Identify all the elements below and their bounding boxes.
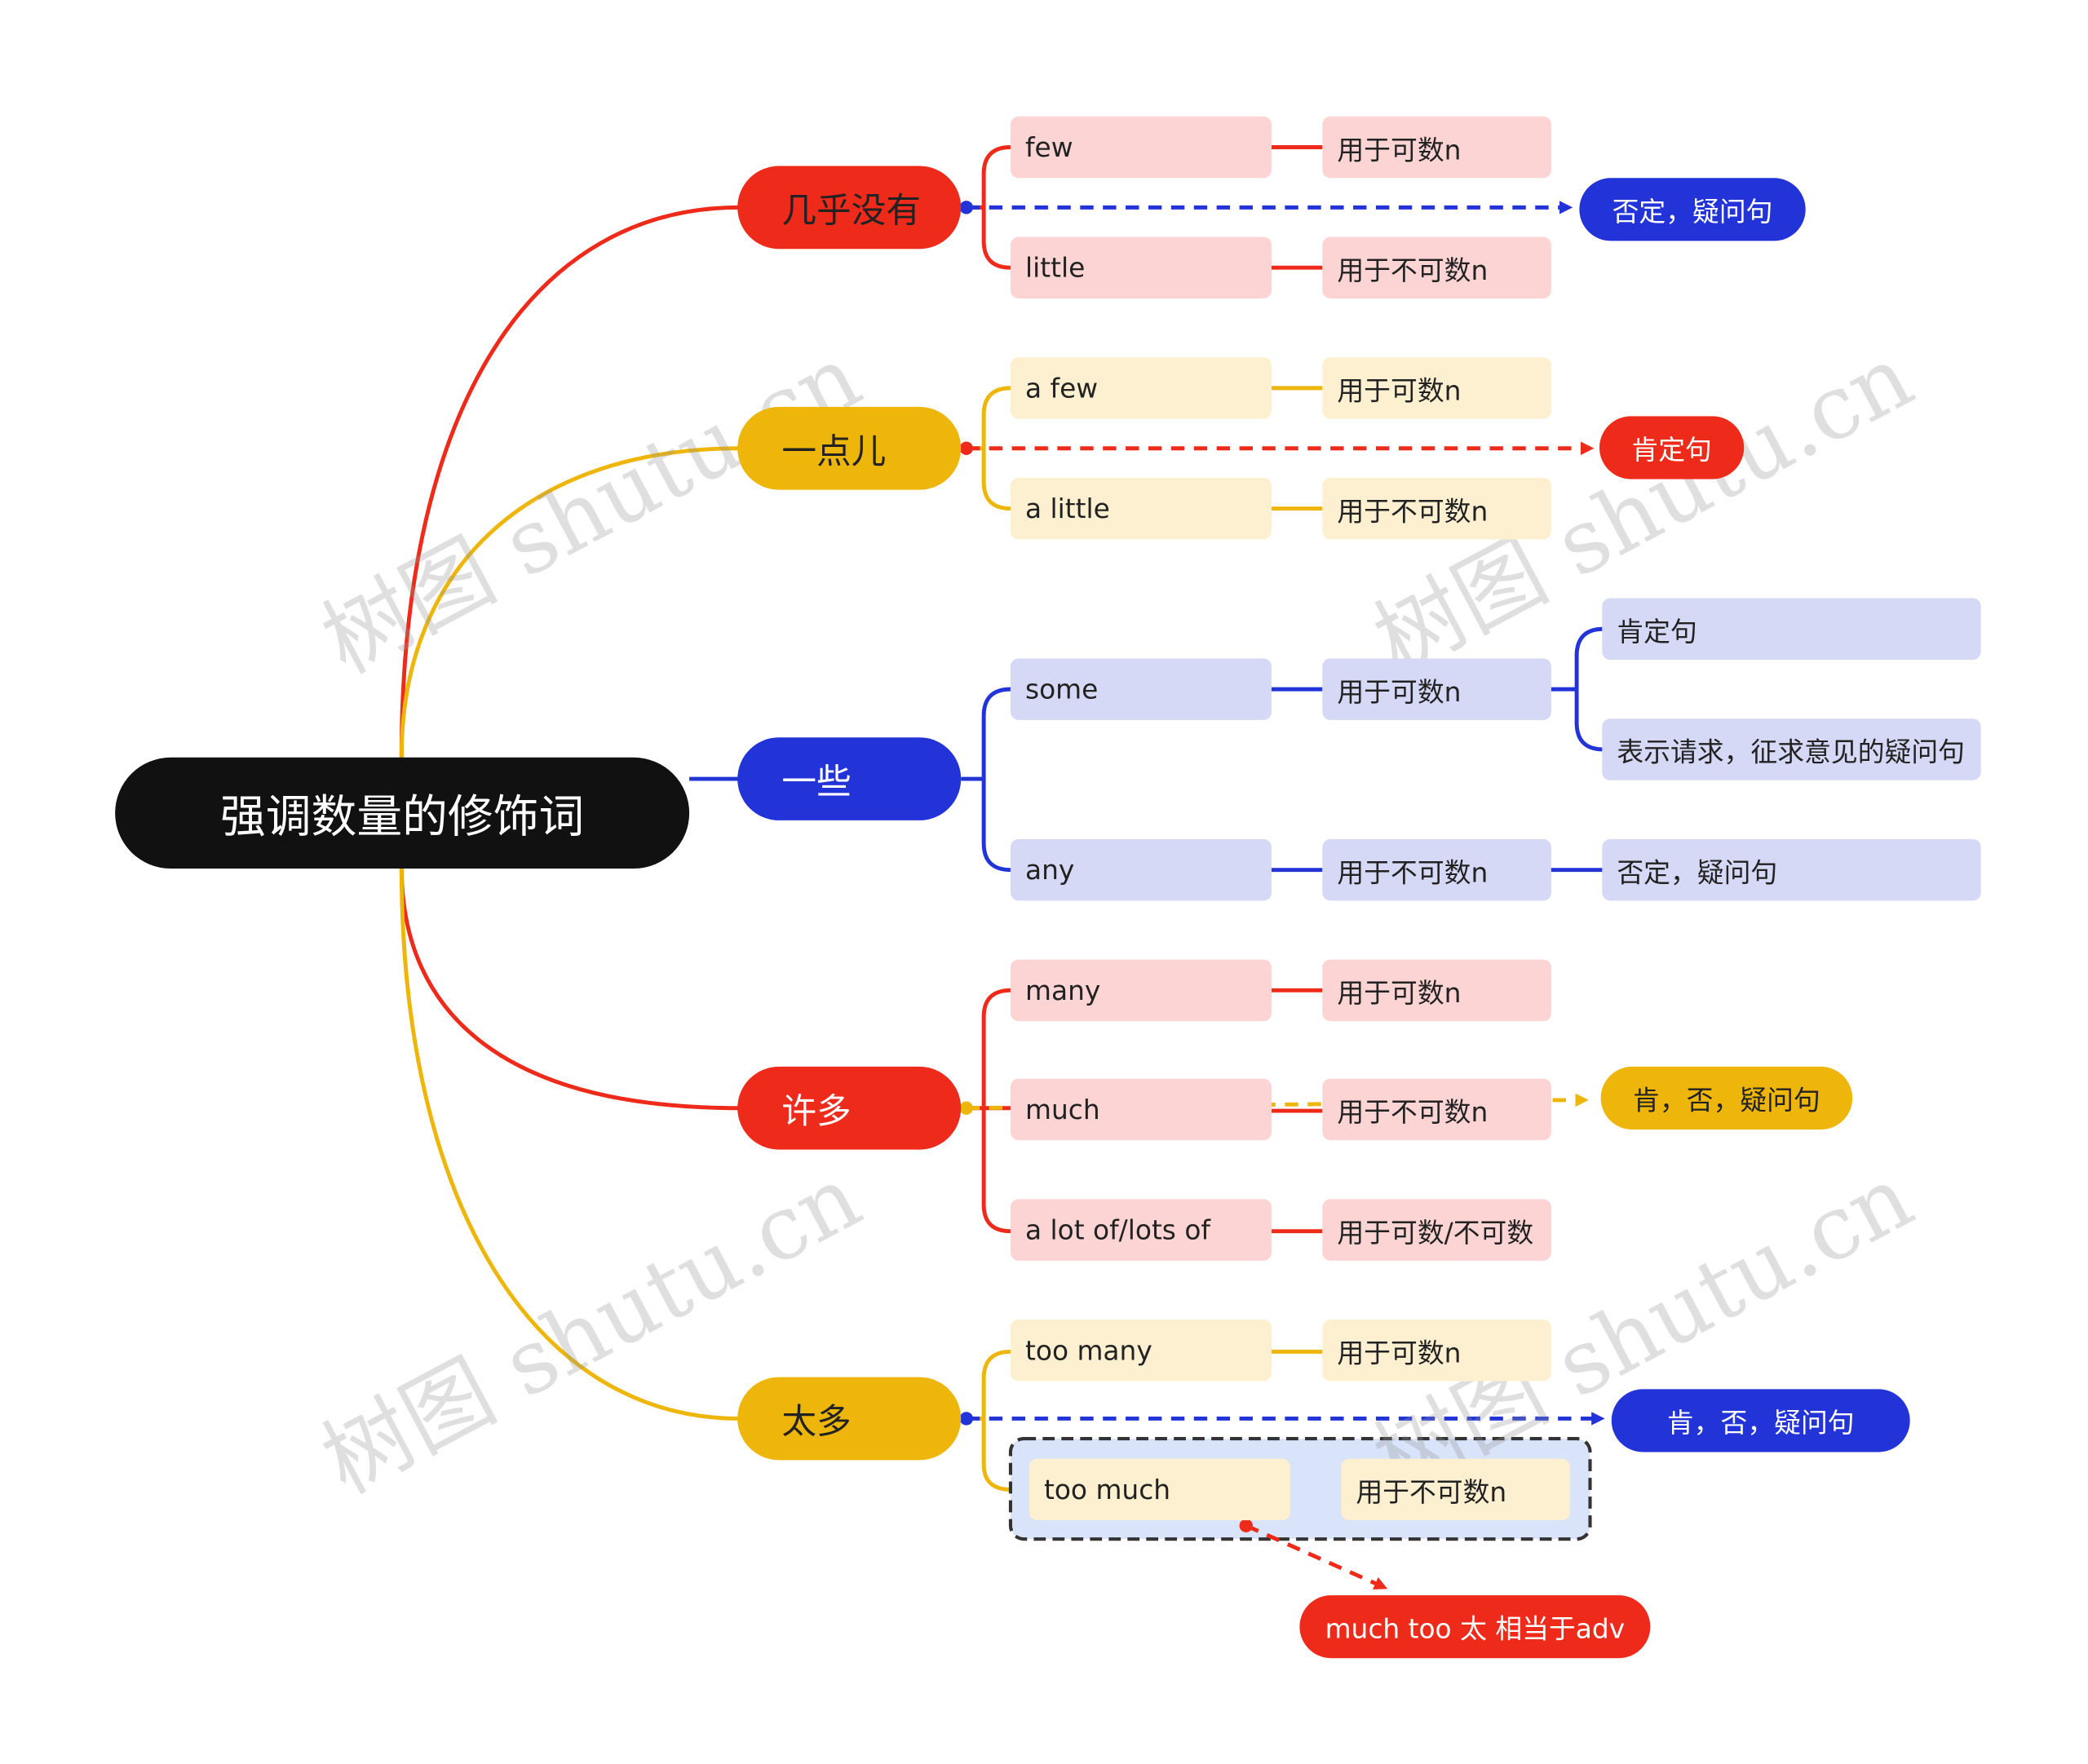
usage-label: 用于可数/不可数 xyxy=(1337,1215,1534,1249)
usage-node-too-many[interactable]: 用于可数n xyxy=(1322,1320,1551,1382)
word-label: too much xyxy=(1043,1473,1171,1506)
branch-label: 许多 xyxy=(781,1091,852,1132)
note-label: 否定，疑问句 xyxy=(1612,195,1773,228)
word-node-too-many[interactable]: too many xyxy=(1010,1320,1272,1382)
root-label: 强调数量的修饰词 xyxy=(219,790,585,845)
usage-node-few[interactable]: 用于可数n xyxy=(1322,116,1551,179)
note-label: 肯定句 xyxy=(1631,433,1712,466)
usage-label: 用于不可数n xyxy=(1337,253,1489,286)
word-node-any[interactable]: any xyxy=(1010,838,1272,901)
usage-label: 用于可数n xyxy=(1337,674,1462,708)
detail-label: 肯定句 xyxy=(1617,615,1697,648)
note-node-branch-4[interactable]: 肯，否，疑问句 xyxy=(1600,1066,1853,1130)
note-label: 肯，否，疑问句 xyxy=(1666,1406,1855,1439)
note-node-branch-1[interactable]: 否定，疑问句 xyxy=(1579,178,1806,241)
word-node-little[interactable]: little xyxy=(1010,237,1272,298)
word-label: much xyxy=(1025,1093,1100,1126)
usage-node-many[interactable]: 用于可数n xyxy=(1322,959,1551,1022)
branch-label: 一点儿 xyxy=(781,431,887,472)
detail-label: 否定，疑问句 xyxy=(1617,855,1778,888)
extra-note-much-too[interactable]: much too 太 相当于adv xyxy=(1299,1595,1651,1659)
connector-root-branch-2 xyxy=(399,446,739,758)
usage-node-a-few[interactable]: 用于可数n xyxy=(1322,357,1551,419)
usage-label: 用于不可数n xyxy=(1337,855,1489,888)
connector-root-branch-5 xyxy=(399,867,739,1421)
word-node-a-few[interactable]: a few xyxy=(1010,357,1272,419)
detail-node-some-2[interactable]: 表示请求，征求意见的疑问句 xyxy=(1602,718,1981,780)
usage-node-little[interactable]: 用于不可数n xyxy=(1322,237,1551,298)
branch-label: 一些 xyxy=(781,762,852,802)
branch-label: 几乎没有 xyxy=(781,190,922,232)
word-node-few[interactable]: few xyxy=(1010,116,1272,179)
usage-node-a-little[interactable]: 用于不可数n xyxy=(1322,477,1551,540)
usage-label: 用于可数n xyxy=(1337,374,1462,407)
note-node-branch-2[interactable]: 肯定句 xyxy=(1599,416,1745,480)
branch-node-1[interactable]: 几乎没有 xyxy=(737,166,962,250)
word-node-a-lot-of[interactable]: a lot of/lots of xyxy=(1010,1199,1272,1261)
usage-node-any[interactable]: 用于不可数n xyxy=(1322,838,1551,901)
word-node-some[interactable]: some xyxy=(1010,658,1272,720)
note-label: 肯，否，疑问句 xyxy=(1633,1084,1820,1116)
usage-label: 用于可数n xyxy=(1337,1336,1462,1368)
word-label: any xyxy=(1025,853,1075,886)
word-label: a lot of/lots of xyxy=(1025,1214,1210,1246)
usage-label: 用于可数n xyxy=(1337,976,1462,1009)
usage-label: 用于不可数n xyxy=(1337,494,1489,527)
word-label: many xyxy=(1025,974,1101,1007)
usage-label: 用于不可数n xyxy=(1337,1095,1489,1128)
branch-label: 太多 xyxy=(781,1401,852,1443)
branch-node-2[interactable]: 一点儿 xyxy=(737,406,962,490)
connector-root-branch-1 xyxy=(399,205,739,758)
detail-node-any-1[interactable]: 否定，疑问句 xyxy=(1602,838,1981,901)
note-node-branch-5[interactable]: 肯，否，疑问句 xyxy=(1611,1389,1910,1452)
dashed-link-too-much xyxy=(1245,1523,1388,1590)
branch-node-3[interactable]: 一些 xyxy=(737,737,962,820)
word-label: a little xyxy=(1025,492,1110,525)
usage-node-too-much[interactable]: 用于不可数n xyxy=(1341,1458,1570,1521)
usage-label: 用于不可数n xyxy=(1356,1475,1507,1508)
branch-node-4[interactable]: 许多 xyxy=(737,1066,962,1150)
usage-node-a-lot-of[interactable]: 用于可数/不可数 xyxy=(1322,1199,1551,1261)
word-label: too many xyxy=(1025,1334,1152,1367)
word-node-too-much[interactable]: too much xyxy=(1029,1458,1290,1521)
detail-label: 表示请求，征求意见的疑问句 xyxy=(1617,735,1965,768)
usage-label: 用于可数n xyxy=(1337,133,1462,166)
word-label: few xyxy=(1025,130,1073,164)
note-label: much too 太 相当于adv xyxy=(1325,1612,1626,1645)
branch-node-5[interactable]: 太多 xyxy=(737,1377,962,1461)
root-node[interactable]: 强调数量的修饰词 xyxy=(115,757,690,869)
word-node-a-little[interactable]: a little xyxy=(1010,477,1272,540)
word-label: little xyxy=(1025,251,1086,284)
detail-node-some-1[interactable]: 肯定句 xyxy=(1602,598,1981,661)
usage-node-much[interactable]: 用于不可数n xyxy=(1322,1078,1551,1141)
connector-root-branch-4 xyxy=(399,867,739,1111)
usage-node-some[interactable]: 用于可数n xyxy=(1322,658,1551,720)
word-node-much[interactable]: much xyxy=(1010,1078,1272,1141)
word-label: a few xyxy=(1025,372,1099,405)
word-node-many[interactable]: many xyxy=(1010,959,1272,1022)
word-label: some xyxy=(1025,673,1099,705)
